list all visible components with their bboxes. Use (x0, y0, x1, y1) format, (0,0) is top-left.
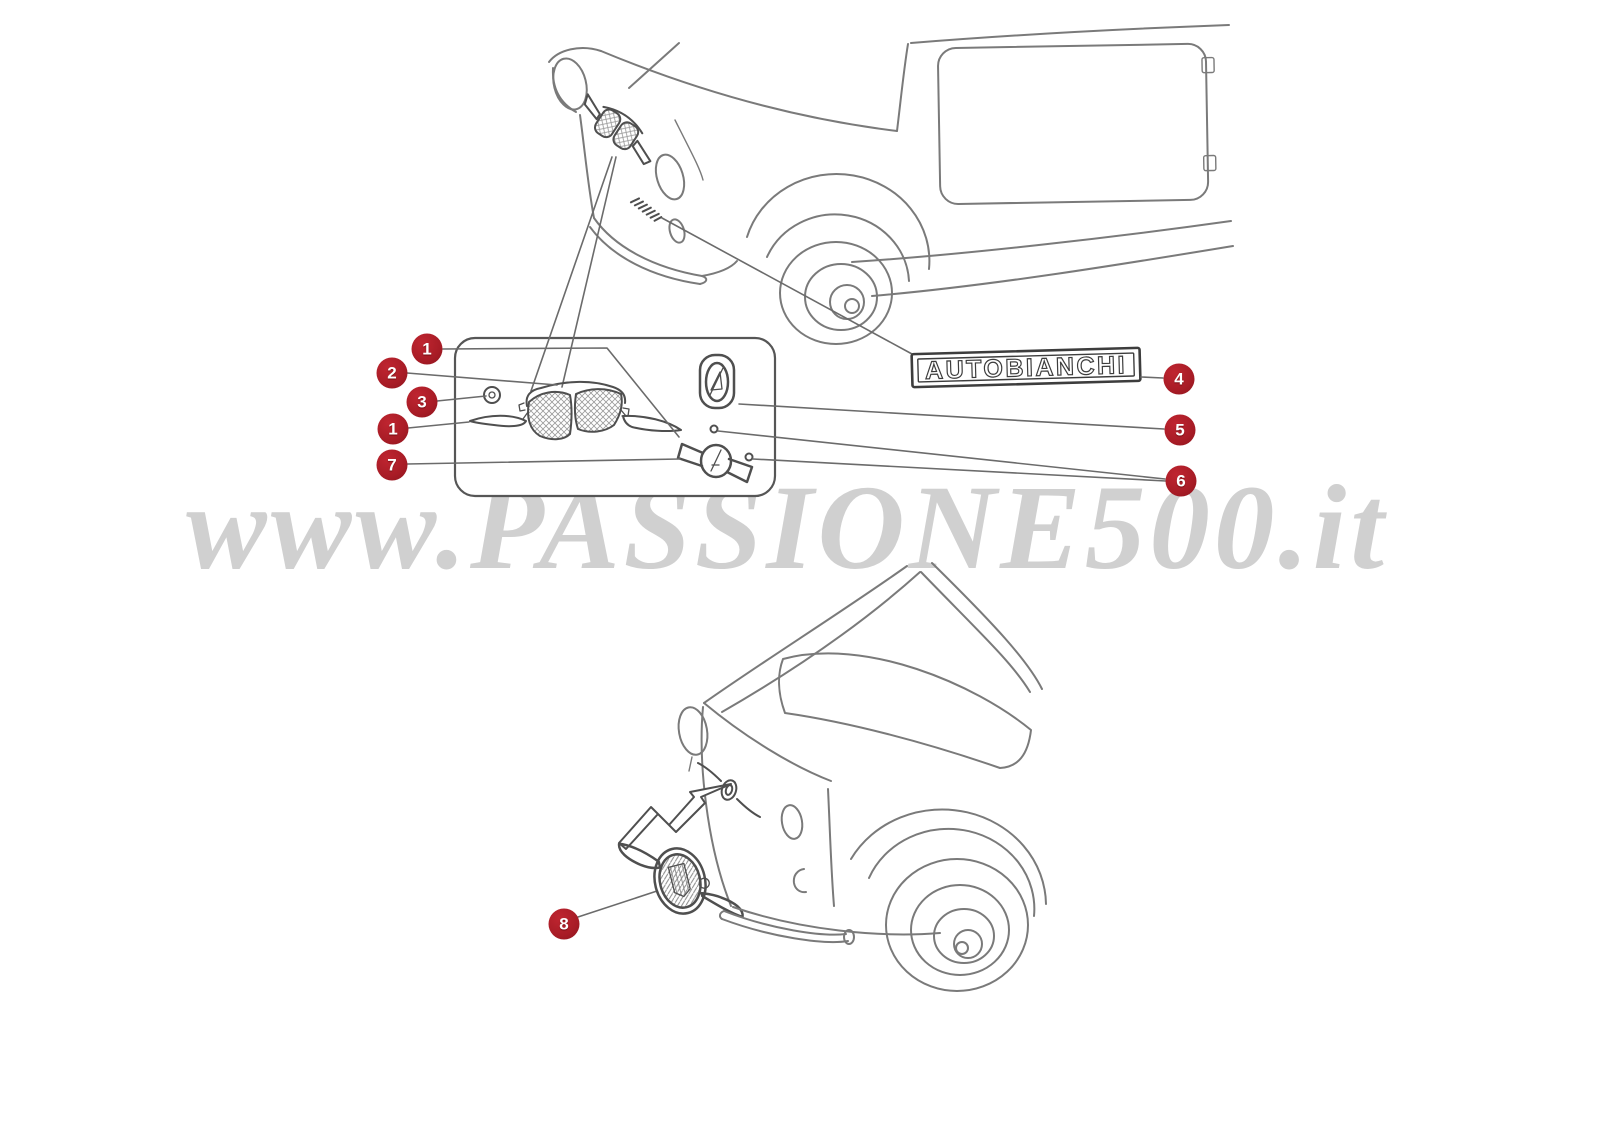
callout-2: 2 (376, 357, 408, 389)
callout-7: 7 (376, 449, 408, 481)
callout-1: 1 (411, 333, 443, 365)
right-whisker-part (620, 409, 682, 432)
bottom-car-illustration (617, 562, 1047, 992)
bottom-car-headlight (677, 706, 709, 756)
screw-part-b (744, 452, 754, 462)
callout-6: 6 (1165, 465, 1197, 497)
top-car-wheel (746, 173, 931, 345)
parts-panel-contents (469, 353, 754, 484)
top-car-headlight-right (654, 153, 686, 201)
installation-arrow (618, 783, 732, 850)
callout-leader-lines (406, 347, 1167, 918)
winged-emblem-part (676, 442, 754, 484)
callout-5: 5 (1164, 414, 1196, 446)
top-car-illustration (548, 24, 1234, 345)
callout-3: 3 (406, 386, 438, 418)
bottom-car-wheel (850, 808, 1047, 992)
callout-8: 8 (548, 908, 580, 940)
fastener-part (483, 386, 501, 404)
callout-4: 4 (1163, 363, 1195, 395)
callout-1: 1 (377, 413, 409, 445)
top-car-door (937, 42, 1217, 205)
shield-emblem-part (698, 353, 736, 410)
top-car-grille-emblem (583, 93, 652, 166)
autobianchi-badge-text: AUTOBIANCHI (925, 351, 1128, 385)
front-emblem-part-8 (617, 842, 744, 919)
screw-part-a (709, 424, 719, 434)
autobianchi-badge-drawing: AUTOBIANCHI (910, 346, 1142, 389)
top-car-script-strip (629, 197, 663, 222)
